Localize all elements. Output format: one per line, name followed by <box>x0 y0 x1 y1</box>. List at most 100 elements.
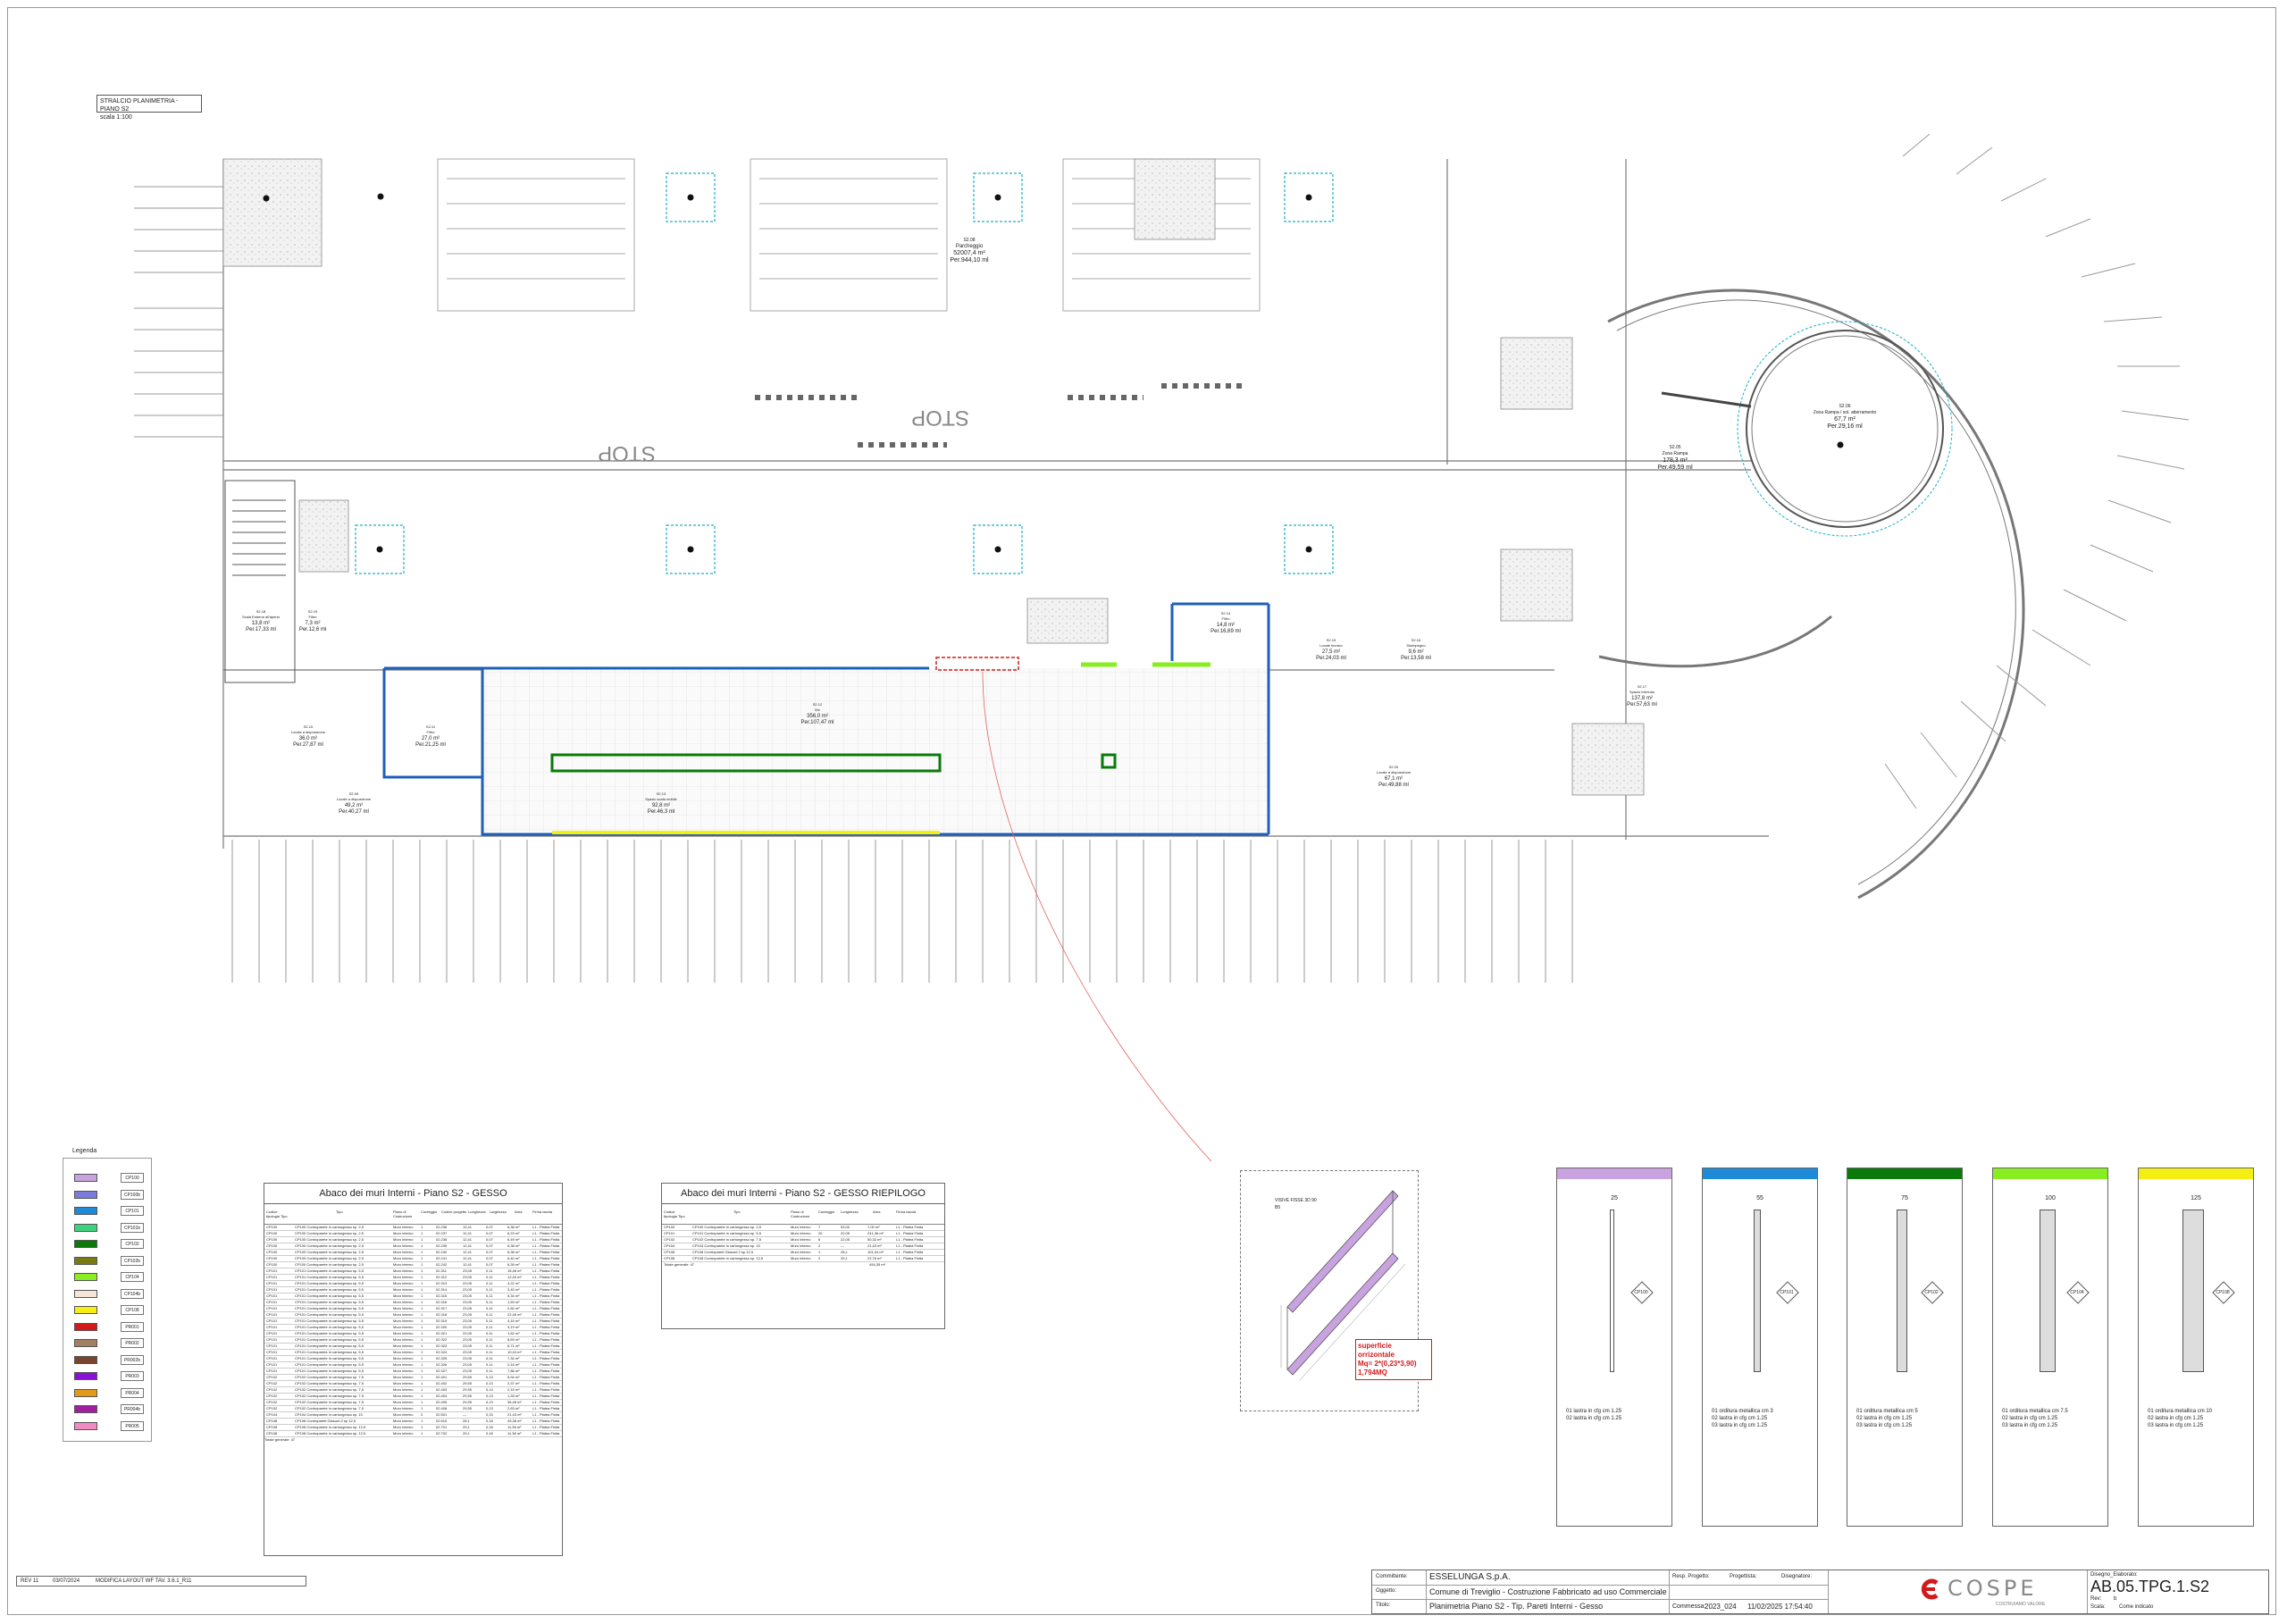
floor-plan: STOP STOP S2.08 Parcheggio 52007,4 m² Pe… <box>134 133 2190 1161</box>
wall-type-thickness: 125 <box>2191 1195 2201 1201</box>
table-cell: L1 - Platea Finita <box>532 1394 560 1398</box>
committente-value: ESSELUNGA S.p.A. <box>1429 1572 1511 1582</box>
table-cell: CP101 <box>266 1356 278 1360</box>
table-cell: 20 <box>818 1231 823 1235</box>
table-cell: 7 <box>818 1225 821 1229</box>
table-cell: 1 <box>421 1243 423 1248</box>
wall-section <box>1754 1210 1761 1372</box>
svg-text:Scala Esterna all'aperto: Scala Esterna all'aperto <box>242 615 281 619</box>
table-cell: L1 - Platea Finita <box>532 1231 560 1235</box>
legend-swatch <box>74 1273 97 1281</box>
legend-item: CP101b <box>74 1222 146 1234</box>
svg-text:Per.21,25 ml: Per.21,25 ml <box>415 742 446 748</box>
legend-item: CP100 <box>74 1173 146 1184</box>
table-cell: L1 - Platea Finita <box>532 1375 560 1379</box>
legend-item: CP101 <box>74 1206 146 1217</box>
legend-code: CP100 <box>121 1173 144 1183</box>
table-cell: 7,00 m² <box>867 1225 880 1229</box>
table-cell: CP101 <box>266 1369 278 1373</box>
table-cell: 02.311 <box>436 1268 447 1273</box>
legend-code: PR004b <box>121 1404 144 1414</box>
table-cell: 1 <box>421 1300 423 1304</box>
table-cell: CP101 <box>266 1275 278 1279</box>
commessa-label: Commessa: <box>1672 1603 1706 1610</box>
svg-text:Locale a disposizione: Locale a disposizione <box>337 797 372 801</box>
table-cell: CP102 <box>266 1406 278 1411</box>
table-cell: Muro interno <box>393 1231 414 1235</box>
wall-type-color-bar <box>1993 1168 2107 1179</box>
table-cell: Muro interno <box>393 1306 414 1310</box>
table-cell: Muro interno <box>393 1225 414 1229</box>
table-cell: CP101 <box>664 1231 675 1235</box>
wall-type-code: CP108 <box>2216 1290 2230 1295</box>
concrete-zones <box>222 158 1645 796</box>
table-cell: Muro interno <box>393 1400 414 1404</box>
table-cell: 02.314 <box>436 1287 448 1292</box>
svg-text:Per.40,27 ml: Per.40,27 ml <box>339 809 369 815</box>
table-cell: L1 - Platea Finita <box>532 1262 560 1267</box>
table-cell: 02.405 <box>436 1400 448 1404</box>
legend-code: PR002b <box>121 1354 144 1365</box>
table-cell: 29,55 <box>463 1400 473 1404</box>
table-cell: 1 <box>421 1394 423 1398</box>
svg-text:137,8 m²: 137,8 m² <box>1631 696 1653 701</box>
table-cell: 2,37 m² <box>507 1381 520 1385</box>
wall-schedule-total: Totale generale: 47 <box>264 1437 296 1442</box>
legend-code: CP101 <box>121 1206 144 1216</box>
surface-note-line1: superficie orrizontale <box>1358 1342 1395 1359</box>
table-cell: CP108 <box>266 1419 278 1423</box>
svg-text:Spazio interrato: Spazio interrato <box>1629 690 1655 694</box>
table-cell: 22,05 <box>841 1231 850 1235</box>
table-cell: 0,11 <box>486 1369 493 1373</box>
surface-note-line3: 1,794MQ <box>1358 1369 1387 1377</box>
table-cell: 28,1 <box>841 1250 848 1254</box>
legend-swatch <box>74 1190 97 1199</box>
table-cell: L1 - Platea Finita <box>532 1381 560 1385</box>
table-cell: 1 <box>421 1287 423 1292</box>
table-cell: 0,11 <box>486 1275 493 1279</box>
table-cell: 0,11 <box>486 1337 493 1342</box>
table-cell: L1 - Platea Finita <box>532 1350 560 1354</box>
table-cell: 12,41 <box>463 1262 473 1267</box>
table-cell: CP101 Controparete in cartongesso sp. 5,… <box>295 1268 364 1273</box>
svg-text:S2.14: S2.14 <box>1221 611 1231 615</box>
table-cell: Muro interno <box>393 1243 414 1248</box>
commessa-value: 2023_024 <box>1705 1603 1737 1611</box>
table-cell: 0,07 <box>486 1243 493 1248</box>
table-cell: Muro interno <box>791 1243 811 1248</box>
wall-type-code: CP104 <box>2070 1290 2084 1295</box>
legend-swatch <box>74 1388 97 1397</box>
table-cell: 2,16 m² <box>507 1362 520 1367</box>
table-cell: 02.403 <box>436 1387 448 1392</box>
table-cell: L1 - Platea Finita <box>532 1344 560 1348</box>
wall-layer-line: 03 lastra in cfg cm 1.25 <box>1712 1423 1768 1428</box>
drawing-number: AB.05.TPG.1.S2 <box>2090 1578 2210 1595</box>
table-cell: CP100 Controparete in cartongesso sp. 2,… <box>295 1231 364 1235</box>
legend-swatch <box>74 1256 97 1265</box>
table-cell: 0,18 <box>486 1431 493 1436</box>
table-cell: CP101 Controparete in cartongesso sp. 5,… <box>295 1275 364 1279</box>
table-cell: 29,55 <box>463 1375 473 1379</box>
svg-text:S2.11: S2.11 <box>426 724 436 729</box>
column-dots <box>263 193 1844 553</box>
col-header: Codice tipologia Tipo <box>664 1210 685 1218</box>
table-cell: 1 <box>421 1356 423 1360</box>
svg-text:S2.17: S2.17 <box>1638 684 1647 689</box>
walls-cp102 <box>550 753 1117 773</box>
svg-text:Spazio scala mobile: Spazio scala mobile <box>645 797 677 801</box>
table-cell: 49,38 m² <box>507 1419 522 1423</box>
rotunda-area: 67,7 m² <box>1834 416 1856 423</box>
wall-summary-title: Abaco dei muri Interni - Piano S2 - GESS… <box>662 1184 944 1204</box>
legend-swatch <box>74 1355 97 1364</box>
table-cell: CP101 <box>266 1306 278 1310</box>
table-cell: CP101 Controparete in cartongesso sp. 5,… <box>295 1331 364 1335</box>
